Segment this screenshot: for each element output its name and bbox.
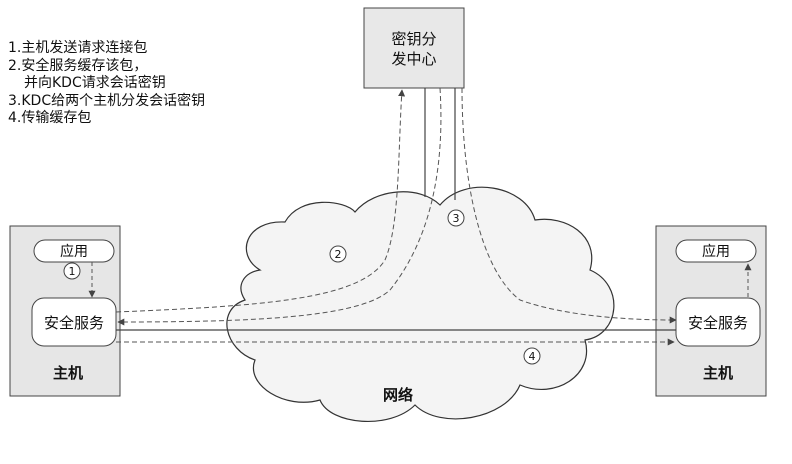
- step3-path-left: [117, 87, 442, 326]
- left-app-label: 应用: [60, 243, 88, 260]
- step-2: 2.安全服务缓存该包，: [8, 57, 148, 74]
- step2-path: [115, 89, 406, 313]
- step-1: 1.主机发送请求连接包: [8, 40, 148, 56]
- marker-1-label: 1: [69, 265, 76, 278]
- right-host-label: 主机: [703, 364, 733, 382]
- left-security-label: 安全服务: [44, 314, 104, 332]
- kdc-label-2: 发中心: [391, 50, 436, 68]
- marker-3: [447, 209, 465, 227]
- step-3: 3.KDC给两个主机分发会话密钥: [8, 92, 206, 109]
- marker-1: [63, 262, 81, 280]
- marker-3-label: 3: [453, 212, 460, 225]
- right-app-label: 应用: [702, 243, 730, 260]
- step-list: 1.主机发送请求连接包 2.安全服务缓存该包， 并向KDC请求会话密钥 3.KD…: [8, 40, 205, 128]
- left-security-pill: [31, 297, 117, 347]
- network-label: 网络: [383, 386, 413, 404]
- right-security-label: 安全服务: [688, 314, 748, 332]
- marker-4: [523, 347, 541, 365]
- marker-2: [329, 245, 347, 263]
- network-cloud: [226, 186, 615, 422]
- right-app-pill: [675, 239, 757, 263]
- left-app-pill: [33, 239, 115, 263]
- step-4: 4.传输缓存包: [8, 110, 92, 126]
- marker-4-label: 4: [529, 350, 536, 363]
- step-2-cont: 并向KDC请求会话密钥: [24, 75, 166, 91]
- step3-path-right: [461, 87, 677, 324]
- kdc-label-1: 密钥分: [391, 30, 436, 48]
- left-host-label: 主机: [53, 364, 83, 382]
- marker-2-label: 2: [335, 248, 342, 261]
- kdc-box: [363, 7, 465, 89]
